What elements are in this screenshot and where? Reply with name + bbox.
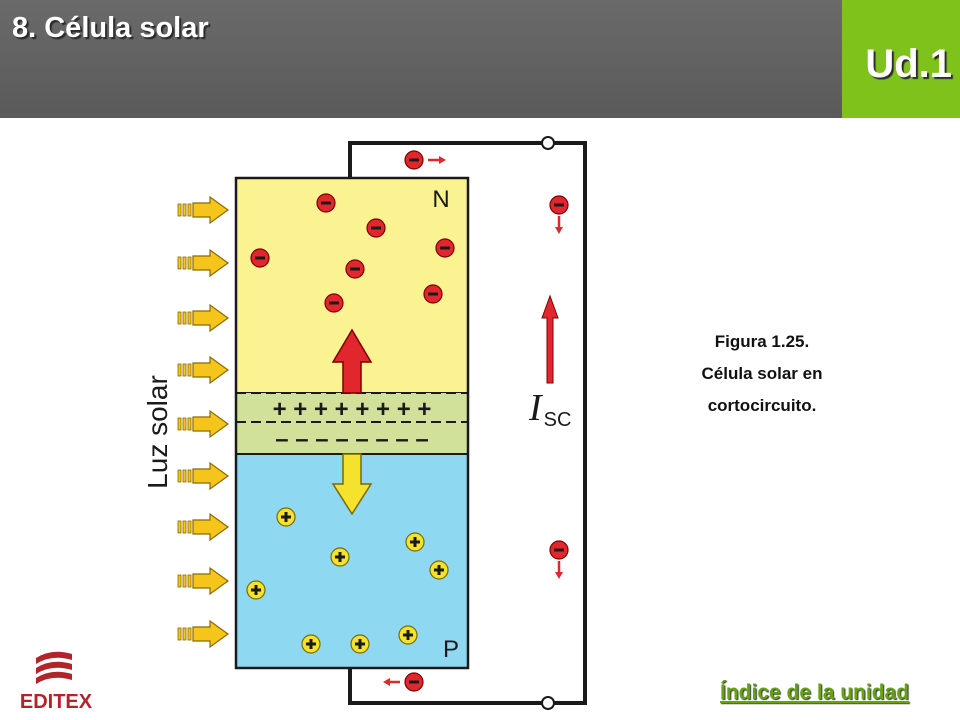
electron bbox=[345, 259, 365, 279]
electron bbox=[316, 193, 336, 213]
electron bbox=[366, 218, 386, 238]
light-arrow bbox=[177, 410, 229, 438]
current-arrow bbox=[541, 294, 559, 384]
slide-title: 8. Célula solar bbox=[12, 12, 209, 44]
hole bbox=[246, 580, 266, 600]
editex-logo: EDITEX bbox=[20, 651, 93, 713]
light-arrow bbox=[177, 356, 229, 384]
light-arrow bbox=[177, 513, 229, 541]
figure-caption: Figura 1.25. Célula solar en cortocircui… bbox=[652, 326, 872, 422]
terminal-bottom bbox=[541, 696, 555, 710]
hole bbox=[301, 634, 321, 654]
book-icon bbox=[36, 651, 72, 684]
electron bbox=[549, 195, 569, 215]
header-bar: 8. Célula solar bbox=[0, 0, 842, 118]
current-symbol: I bbox=[528, 387, 544, 429]
hole bbox=[330, 547, 350, 567]
unit-badge: Ud.1 bbox=[842, 0, 960, 118]
light-arrow bbox=[177, 567, 229, 595]
light-arrow bbox=[177, 304, 229, 332]
hole bbox=[429, 560, 449, 580]
current-subscript: SC bbox=[544, 409, 572, 431]
hole-drift-arrow bbox=[331, 453, 373, 516]
light-label: Luz solar bbox=[142, 375, 173, 489]
caption-line-3: cortocircuito. bbox=[707, 396, 817, 415]
light-arrow bbox=[177, 620, 229, 648]
hole bbox=[276, 507, 296, 527]
light-arrow bbox=[177, 196, 229, 224]
junction-negative-layer bbox=[236, 422, 468, 454]
electron bbox=[404, 672, 424, 692]
electron bbox=[435, 238, 455, 258]
caption-line-2: Célula solar en bbox=[701, 364, 823, 383]
p-region-label: P bbox=[443, 636, 459, 663]
junction-plus-row: + + + + + + + + bbox=[273, 396, 432, 423]
logo-text: EDITEX bbox=[20, 691, 93, 713]
caption-line-1: Figura 1.25. bbox=[714, 332, 810, 351]
electron bbox=[250, 248, 270, 268]
n-region-label: N bbox=[432, 186, 449, 213]
unit-label: Ud.1 bbox=[865, 42, 952, 86]
electron-drift-arrow bbox=[331, 328, 373, 394]
junction-minus-row: – – – – – – – – bbox=[275, 426, 428, 453]
electron bbox=[549, 540, 569, 560]
hole bbox=[398, 625, 418, 645]
light-arrow bbox=[177, 249, 229, 277]
electron bbox=[404, 150, 424, 170]
light-arrow bbox=[177, 462, 229, 490]
electron bbox=[324, 293, 344, 313]
unit-index-link[interactable]: Índice de la unidad bbox=[720, 681, 910, 704]
hole bbox=[350, 634, 370, 654]
circuit-wire bbox=[348, 141, 587, 705]
terminal-top bbox=[541, 136, 555, 150]
junction-positive-layer bbox=[236, 393, 468, 422]
electron bbox=[423, 284, 443, 304]
hole bbox=[405, 532, 425, 552]
